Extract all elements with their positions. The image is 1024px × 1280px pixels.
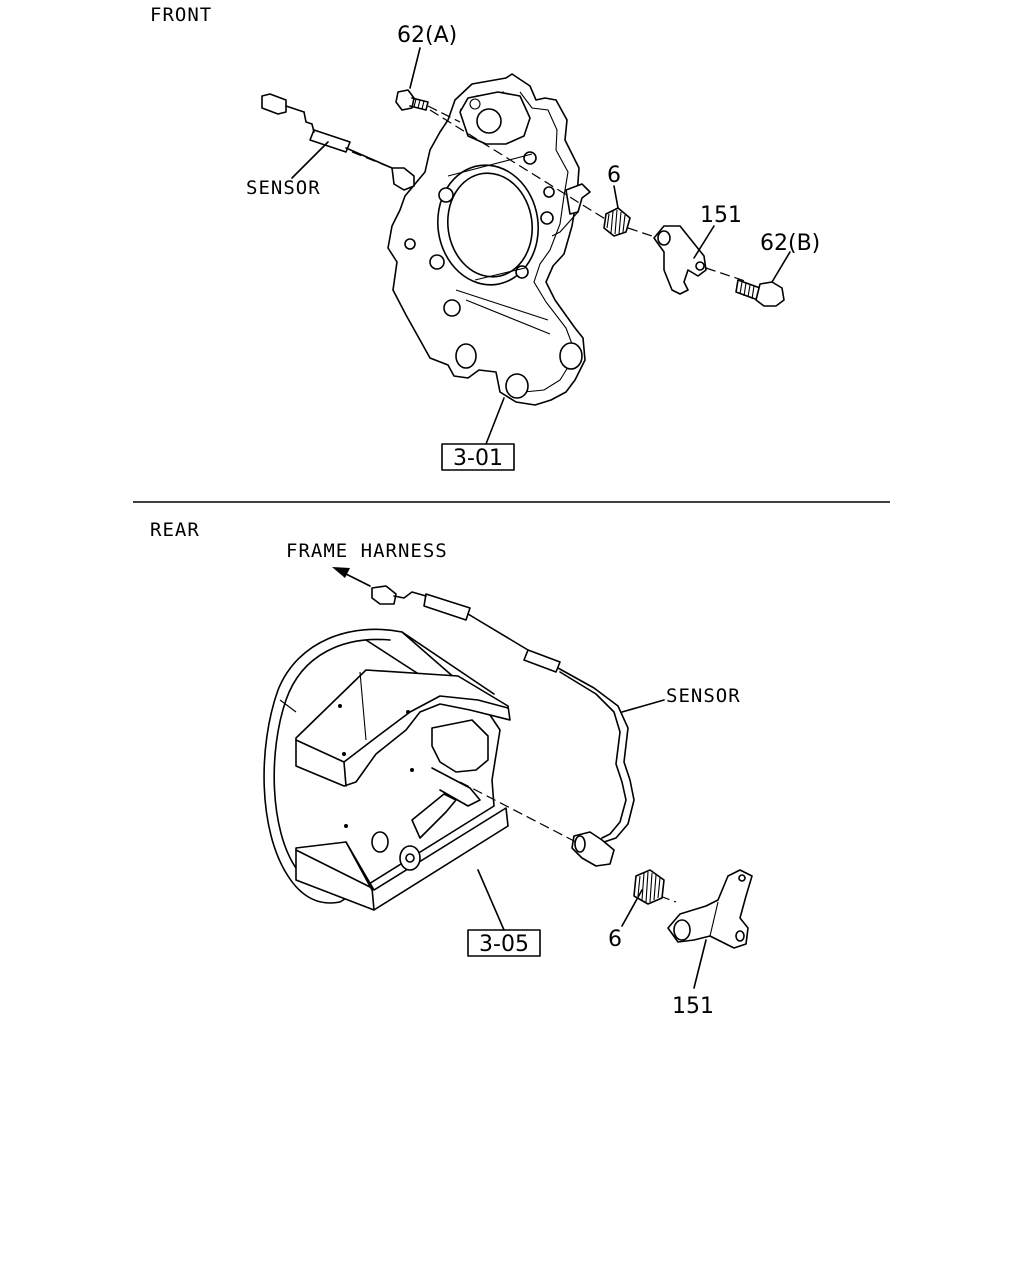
front-center-axis xyxy=(429,109,611,223)
front-sensor-label: SENSOR xyxy=(246,177,321,199)
rear-title: REAR xyxy=(150,519,200,541)
rear-sensor-label: SENSOR xyxy=(666,685,741,707)
front-sensor-leader xyxy=(291,141,329,179)
front-bolt-a[interactable] xyxy=(395,89,461,123)
front-bushing-leader xyxy=(613,185,619,209)
front-section: FRONT xyxy=(150,4,820,471)
front-sensor[interactable] xyxy=(261,93,415,191)
rear-bracket-leader xyxy=(693,939,707,989)
front-ref-box[interactable]: 3-01 xyxy=(441,443,515,471)
front-bracket-leader xyxy=(693,225,715,259)
rear-bushing-label: 6 xyxy=(608,927,622,952)
front-ref-leader xyxy=(485,397,505,445)
rear-sensor-leader xyxy=(621,699,665,713)
rear-upper-shoe[interactable] xyxy=(295,669,511,787)
rear-sensor[interactable] xyxy=(371,585,635,867)
front-bolt-b-axis xyxy=(705,267,749,283)
rear-bushing[interactable] xyxy=(633,869,665,905)
rear-ref-box-label: 3-05 xyxy=(479,932,529,957)
front-bolt-a-label: 62(A) xyxy=(397,23,457,48)
frame-harness-label: FRAME HARNESS xyxy=(286,540,448,562)
bolt-b-leader xyxy=(771,251,791,283)
rear-sensor-axis xyxy=(459,781,577,843)
front-bolt-b-label: 62(B) xyxy=(760,231,820,256)
front-bushing-label: 6 xyxy=(607,163,621,188)
rear-shoe-mechanism xyxy=(344,719,489,871)
front-bracket-label: 151 xyxy=(700,203,742,228)
rear-lower-shoe[interactable] xyxy=(295,807,509,911)
rear-bracket-label: 151 xyxy=(672,994,714,1019)
rear-ref-box[interactable]: 3-05 xyxy=(467,929,541,957)
front-title: FRONT xyxy=(150,4,212,26)
front-ref-box-label: 3-01 xyxy=(453,446,503,471)
front-bracket[interactable] xyxy=(653,225,707,295)
rear-bracket[interactable] xyxy=(667,869,753,949)
rear-ref-leader xyxy=(477,869,505,931)
front-backing-plate[interactable] xyxy=(387,73,591,406)
front-bolt-b[interactable] xyxy=(735,279,785,307)
rear-bushing-leader xyxy=(621,889,643,927)
front-bushing[interactable] xyxy=(603,207,631,237)
rear-section: REAR FRAME HARNESS xyxy=(150,519,753,1019)
frame-harness-arrow xyxy=(332,567,371,587)
bolt-a-leader xyxy=(409,47,421,89)
